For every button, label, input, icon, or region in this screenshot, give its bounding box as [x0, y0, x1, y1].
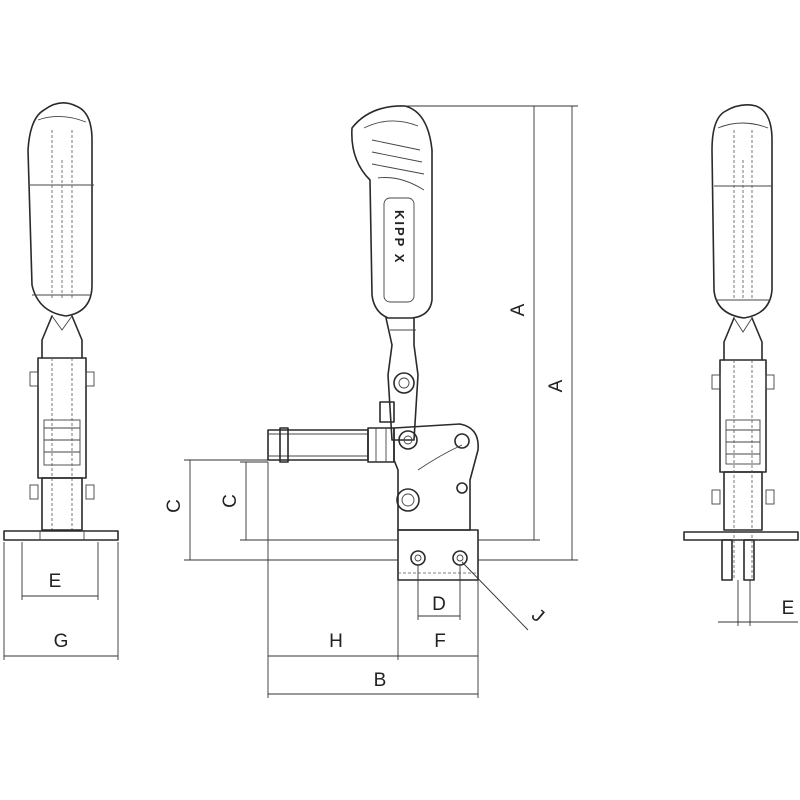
brand-text: KIPP X: [392, 210, 407, 264]
label-c-right: C: [220, 494, 241, 508]
label-f: F: [434, 631, 446, 652]
dimension-h: H: [267, 462, 399, 660]
dimension-a-inner: A: [405, 105, 540, 541]
dimension-a-outer: A: [478, 105, 578, 561]
dimension-b: B: [267, 660, 479, 698]
right-side-view: [683, 104, 799, 581]
label-a-inner: A: [508, 303, 529, 316]
label-e-left: E: [49, 571, 62, 592]
dimension-j: J: [461, 561, 548, 631]
label-e-right: E: [782, 598, 795, 619]
dimension-c-outer: C: [164, 459, 398, 561]
center-front-view: KIPP X: [267, 105, 479, 581]
dimension-c-inner: C: [220, 461, 398, 541]
label-c-left: C: [164, 499, 185, 513]
label-a-outer: A: [546, 379, 567, 392]
dimension-e-left: E: [21, 542, 99, 600]
left-side-view: [3, 102, 119, 541]
dimension-f: F: [398, 580, 479, 660]
dimension-d: D: [417, 565, 461, 620]
dimension-g: G: [3, 542, 119, 660]
label-h: H: [329, 631, 343, 652]
dimension-e-right: E: [718, 580, 798, 626]
label-g: G: [54, 631, 69, 652]
label-d: D: [432, 594, 446, 615]
label-b: B: [374, 670, 387, 691]
label-j: J: [527, 605, 548, 627]
